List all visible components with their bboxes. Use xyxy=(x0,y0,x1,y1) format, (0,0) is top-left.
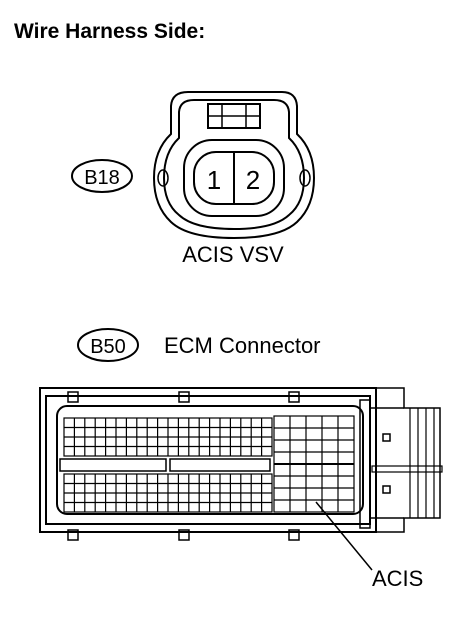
ecm-key-bar-left xyxy=(59,458,167,472)
acis-vsv-cavity xyxy=(183,139,285,217)
ecm-right-plate xyxy=(359,399,371,529)
ecm-latch-lower xyxy=(370,468,441,533)
ecm-connector-label: ECM Connector xyxy=(164,333,321,358)
page-title: Wire Harness Side: xyxy=(14,20,206,43)
ecm-pin-grid-left-top xyxy=(63,417,273,457)
acis-pin-label: ACIS xyxy=(372,566,423,591)
acis-vsv-housing-outer xyxy=(152,91,316,240)
ecm-pin-grid-right xyxy=(273,415,355,513)
acis-vsv-housing-inner xyxy=(162,99,306,231)
b50-badge xyxy=(77,328,139,362)
ecm-body-outer xyxy=(39,387,377,533)
ecm-pin-grid-left-bottom xyxy=(63,473,273,513)
acis-pin-leader-line xyxy=(315,501,373,571)
acis-vsv-connector: 1 2 xyxy=(152,91,316,240)
b50-code: B50 xyxy=(90,336,126,358)
acis-vsv-pin-2: 2 xyxy=(246,165,260,195)
acis-vsv-left-boss xyxy=(157,169,169,187)
ecm-lock-hole-upper xyxy=(382,433,391,442)
b18-code: B18 xyxy=(84,167,120,189)
acis-vsv-right-boss xyxy=(299,169,311,187)
ecm-latch-upper xyxy=(370,387,441,468)
b18-badge xyxy=(71,159,133,193)
ecm-lock-hole-lower xyxy=(382,485,391,494)
acis-vsv-label: ACIS VSV xyxy=(182,242,284,267)
ecm-pin-frame xyxy=(56,405,364,515)
ecm-connector xyxy=(39,387,443,571)
ecm-key-bar-right xyxy=(169,458,271,472)
acis-vsv-pin-1: 1 xyxy=(207,165,221,195)
